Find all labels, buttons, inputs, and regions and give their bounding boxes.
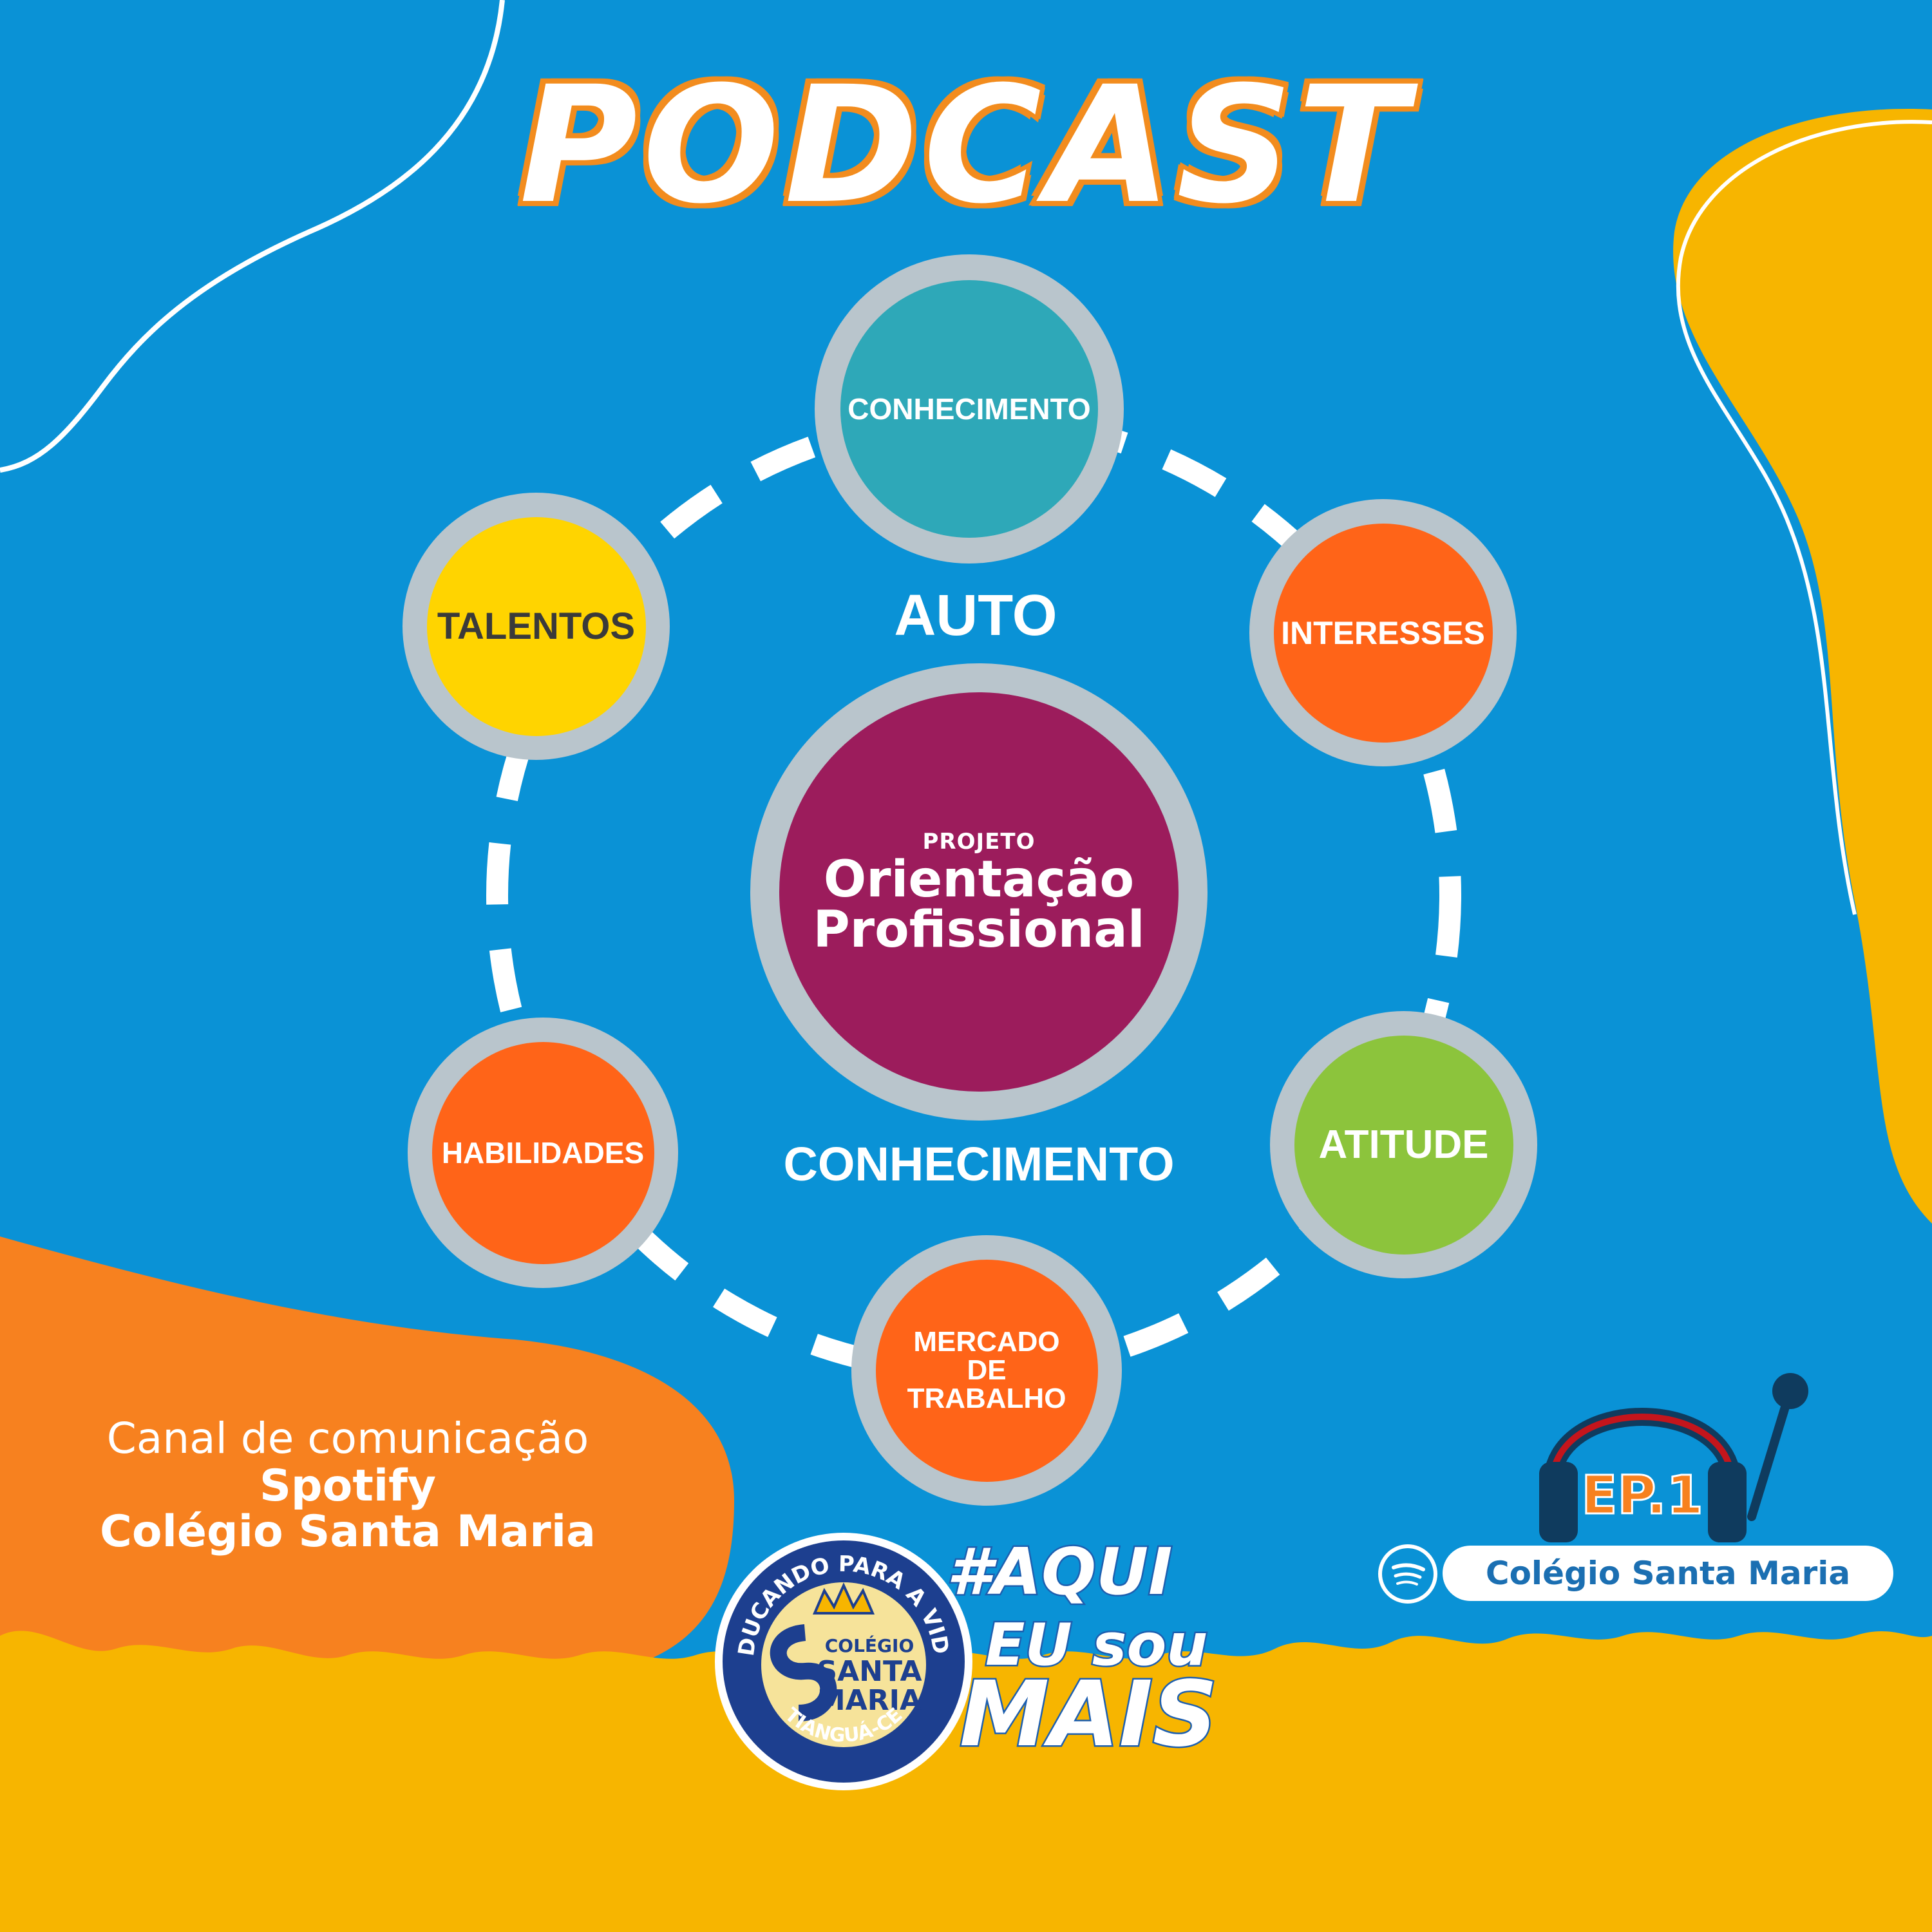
white-line-right — [1676, 120, 1932, 915]
seal-word-1: COLÉGIO — [825, 1634, 914, 1656]
headphones-icon — [1539, 1408, 1747, 1542]
spotify-link[interactable]: Colégio Santa Maria — [1443, 1546, 1893, 1601]
node-conhecimento: CONHECIMENTO — [815, 254, 1124, 564]
slogan-line-2: EU sou — [985, 1611, 1208, 1679]
node-mercado-disc: MERCADO DE TRABALHO — [875, 1259, 1098, 1482]
channel-line-3: Colégio Santa Maria — [99, 1506, 596, 1558]
node-mercado-de-trabalho: MERCADO DE TRABALHO — [851, 1235, 1122, 1506]
podcast-title: PODCAST — [515, 47, 1413, 243]
center-profissional: Profissional — [813, 901, 1145, 959]
school-seal-logo: EDUCANDO PARA A VIDA COLÉGIO SANTA MARIA… — [708, 1526, 972, 1790]
spotify-icon — [1378, 1544, 1437, 1604]
auto-word: AUTO — [894, 583, 1057, 648]
white-wave-line — [0, 0, 505, 473]
channel-line-2: Spotify — [259, 1461, 437, 1511]
orange-blob-left — [0, 1236, 734, 1674]
node-habilidades: HABILIDADES — [408, 1018, 678, 1288]
node-habilidades-label: HABILIDADES — [441, 1136, 645, 1170]
node-interesses: INTERESSES — [1249, 499, 1517, 766]
yellow-blob-right — [1673, 109, 1932, 1224]
yellow-wave-bottom — [0, 1631, 1932, 1932]
node-habilidades-disc: HABILIDADES — [431, 1041, 654, 1264]
conhecimento-word: CONHECIMENTO — [783, 1137, 1175, 1191]
node-interesses-disc: INTERESSES — [1273, 523, 1493, 743]
title-banner: PODCAST — [515, 39, 1412, 251]
channel-line-1: Canal de comunicação — [106, 1414, 589, 1463]
microphone-icon — [1747, 1373, 1808, 1521]
episode-label: EP.1 — [1581, 1465, 1703, 1526]
node-atitude-label: ATITUDE — [1318, 1122, 1489, 1167]
seal-monogram — [770, 1624, 837, 1721]
episode-badge: EP.1 — [1539, 1373, 1808, 1542]
center-disc: PROJETO Orientação Profissional — [779, 692, 1179, 1092]
center-orientacao: Orientação — [823, 851, 1135, 909]
node-conhecimento-disc: CONHECIMENTO — [840, 280, 1098, 538]
slogan-aqui-eu-sou-mais: #AQUI EU sou MAIS — [945, 1533, 1220, 1765]
slogan-line-1: #AQUI — [947, 1534, 1172, 1609]
slogan-line-3: MAIS — [960, 1662, 1218, 1765]
spotify-link-label: Colégio Santa Maria — [1485, 1555, 1851, 1592]
node-mercado-label: MERCADO DE TRABALHO — [907, 1326, 1066, 1414]
crown-icon — [812, 1582, 875, 1615]
node-interesses-label: INTERESSES — [1281, 614, 1485, 651]
channel-info: Canal de comunicação Spotify Colégio San… — [58, 1414, 638, 1555]
center-projeto: PROJETO — [922, 829, 1036, 855]
node-atitude-disc: ATITUDE — [1294, 1035, 1513, 1255]
node-atitude: ATITUDE — [1270, 1011, 1537, 1278]
node-conhecimento-label: CONHECIMENTO — [848, 392, 1091, 426]
center-circle: PROJETO Orientação Profissional — [750, 663, 1208, 1121]
node-talentos: TALENTOS — [402, 493, 670, 760]
node-talentos-disc: TALENTOS — [426, 516, 646, 736]
node-talentos-label: TALENTOS — [437, 605, 636, 647]
